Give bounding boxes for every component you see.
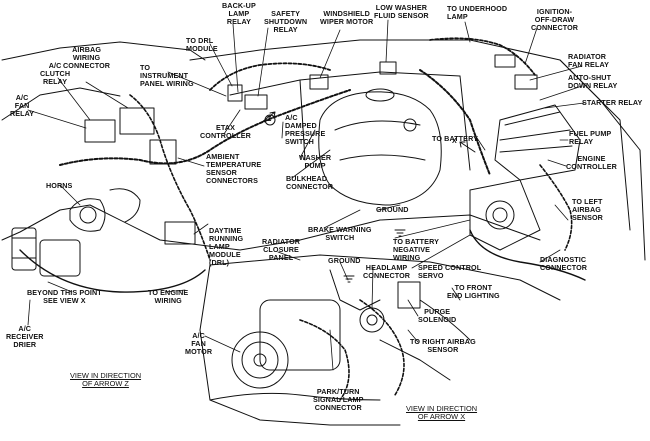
label-windshield-wiper-motor: WINDSHIELD WIPER MOTOR xyxy=(320,9,374,26)
engine-block xyxy=(318,91,442,206)
label-ambient-temperature-sensor-connectors: AMBIENT TEMPERATURE SENSOR CONNECTORS xyxy=(206,152,262,185)
label-backup-lamp-relay: BACK-UP LAMP RELAY xyxy=(222,1,256,26)
headlamp-assembly xyxy=(259,299,341,371)
receiver-drier xyxy=(11,227,37,271)
harness-left xyxy=(59,89,351,166)
label-to-instrument-panel-wiring: TO INSTRUMENT PANEL WIRING xyxy=(140,63,194,88)
label-engine-controller: ENGINE CONTROLLER xyxy=(566,154,617,171)
label-starter-relay: STARTER RELAY xyxy=(582,98,643,107)
label-purge-solenoid: PURGE SOLENOID xyxy=(418,307,457,324)
label-to-battery: TO BATTERY xyxy=(432,134,478,143)
label-to-drl-module: TO DRL MODULE xyxy=(186,36,218,53)
label-to-left-airbag-sensor: TO LEFT AIRBAG SENSOR xyxy=(572,197,603,222)
harness-right xyxy=(419,69,491,176)
label-radiator-fan-relay: RADIATOR FAN RELAY xyxy=(568,52,609,69)
label-to-battery-negative-wiring: TO BATTERY NEGATIVE WIRING xyxy=(393,237,439,262)
label-ground-upper: GROUND xyxy=(376,205,409,214)
label-beyond-this-point-see-view-x: BEYOND THIS POINT SEE VIEW X xyxy=(27,288,102,305)
label-fuel-pump-relay: FUEL PUMP RELAY xyxy=(569,129,612,146)
label-ac-fan-motor: A/C FAN MOTOR xyxy=(185,331,213,356)
label-ac-receiver-drier: A/C RECEIVER DRIER xyxy=(6,324,44,349)
label-brake-warning-switch: BRAKE WARNING SWITCH xyxy=(308,225,372,242)
caption-view-arrow-x: VIEW IN DIRECTION OF ARROW X xyxy=(406,404,478,421)
label-park-turn-signal-lamp-connector: PARK/TURN SIGNAL LAMP CONNECTOR xyxy=(313,387,364,412)
label-to-underhood-lamp: TO UNDERHOOD LAMP xyxy=(447,4,508,21)
label-radiator-closure-panel: RADIATOR CLOSURE PANEL xyxy=(262,237,301,262)
label-ignition-off-draw-connector: IGNITION- OFF-DRAW CONNECTOR xyxy=(531,7,579,32)
horn-left xyxy=(69,198,106,232)
view-x-outline xyxy=(209,254,561,301)
label-ac-clutch-relay: A/C CLUTCH RELAY xyxy=(40,61,71,86)
label-airbag-wiring-connector: AIRBAG WIRING CONNECTOR xyxy=(63,45,111,70)
label-to-engine-wiring: TO ENGINE WIRING xyxy=(148,288,189,305)
caption-view-arrow-z: VIEW IN DIRECTION OF ARROW Z xyxy=(70,371,142,388)
label-to-right-airbag-sensor: TO RIGHT AIRBAG SENSOR xyxy=(410,337,476,354)
ac-fan-motor xyxy=(231,331,289,389)
label-ac-fan-relay: A/C FAN RELAY xyxy=(10,93,35,118)
arrow-x xyxy=(459,141,476,153)
label-etax-controller: ETAX CONTROLLER xyxy=(200,123,251,140)
left-fender-outline xyxy=(1,41,206,61)
label-arrow-x-marker: X xyxy=(452,138,457,145)
firewall-outline xyxy=(189,39,601,101)
label-to-front-end-lighting: TO FRONT END LIGHTING xyxy=(447,283,500,300)
label-headlamp-connector: HEADLAMP CONNECTOR xyxy=(363,263,411,280)
label-safety-shutdown-relay: SAFETY SHUTDOWN RELAY xyxy=(264,9,308,34)
label-horns: HORNS xyxy=(46,181,73,190)
label-ground-lower: GROUND xyxy=(328,256,361,265)
label-washer-pump: WASHER PUMP xyxy=(299,153,332,170)
power-distribution-center xyxy=(494,104,581,181)
label-ac-damped-pressure-switch: A/C DAMPED PRESSURE SWITCH xyxy=(285,113,326,146)
label-auto-shut-down-relay: AUTO-SHUT DOWN RELAY xyxy=(568,73,618,90)
label-low-washer-fluid-sensor: LOW WASHER FLUID SENSOR xyxy=(374,3,429,20)
arrow-z xyxy=(261,111,276,123)
right-fender-outline xyxy=(599,99,646,261)
label-daytime-running-lamp-module: DAYTIME RUNNING LAMP MODULE (DRL) xyxy=(209,226,244,267)
purge-solenoid xyxy=(397,281,421,309)
label-diagnostic-connector: DIAGNOSTIC CONNECTOR xyxy=(540,255,588,272)
label-bulkhead-connector: BULKHEAD CONNECTOR xyxy=(286,174,334,191)
label-arrow-z-marker: Z xyxy=(267,116,272,123)
label-speed-control-servo: SPEED CONTROL SERVO xyxy=(418,263,482,280)
